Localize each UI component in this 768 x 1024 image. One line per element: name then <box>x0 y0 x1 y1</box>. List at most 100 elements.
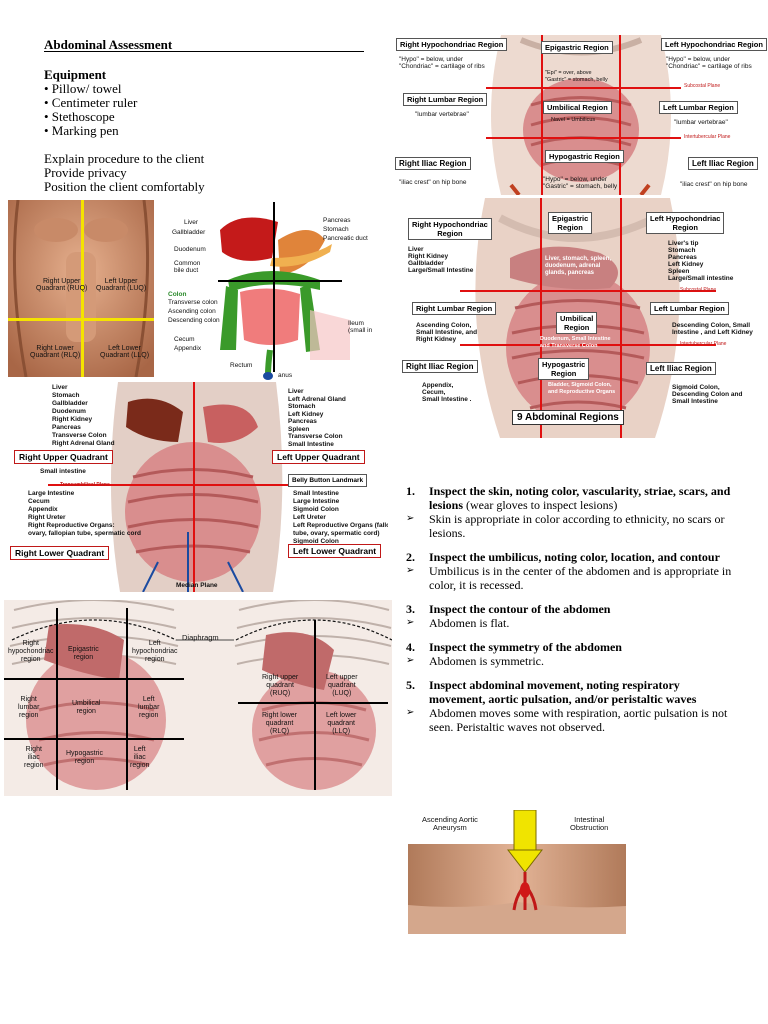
quadrant-llq: Left lower quadrant (LLQ) <box>326 712 357 735</box>
step-3: 3. Inspect the contour of the abdomen ➢A… <box>406 602 736 630</box>
transumbilical-plane-label: Transumbilical Plane <box>60 482 110 488</box>
quadrant-rlq: Right lower quadrant (RLQ) <box>262 712 298 735</box>
iliac-note-left: "iliac crest" on hip bone <box>680 181 748 188</box>
step-2: 2. Inspect the umbilicus, noting color, … <box>406 550 736 592</box>
regions-etymology-figure: Right Hypochondriac Region Epigastric Re… <box>391 35 768 195</box>
quadrant-vertical-line <box>314 620 316 790</box>
equipment-list: • Pillow/ towel • Centimeter ruler • Ste… <box>44 82 137 138</box>
step-finding: Abdomen moves some with respiration, aor… <box>429 706 728 734</box>
intertubercular-plane-label: Intertubercular Plane <box>680 341 727 347</box>
region-ll: Left lumbar region <box>138 696 160 719</box>
right-lower-organs: Large Intestine Cecum Appendix Right Ure… <box>28 490 141 537</box>
right-upper-organs: Liver Stomach Gallbladder Duodenum Right… <box>52 384 115 447</box>
aneurysm-label: Ascending Aortic Aneurysm <box>422 815 478 832</box>
region-rl: Right lumbar region <box>18 696 40 719</box>
arrow-bullet-icon: ➢ <box>406 565 415 576</box>
inspection-steps: 1. Inspect the skin, noting color, vascu… <box>406 484 736 744</box>
iliac-note-right: "iliac crest" on hip bone <box>399 179 467 186</box>
vertical-line-right <box>56 608 58 790</box>
preparation-list: Explain procedure to the client Provide … <box>44 152 205 194</box>
title-rule <box>44 51 364 52</box>
subcostal-plane-label: Subcostal Plane <box>680 287 717 293</box>
umbilical-label: Umbilical Region <box>543 101 612 114</box>
rib-cage-illustrations <box>4 600 392 796</box>
arrow-bullet-icon: ➢ <box>406 617 415 628</box>
hg-organs: Bladder, Sigmoid Colon, and Reproductive… <box>548 382 616 395</box>
belly-button-label: Belly Button Landmark <box>288 474 368 487</box>
region-lh: Left hypochondriac region <box>132 640 178 663</box>
vertical-line-right <box>541 35 543 195</box>
intertubercular-plane-label: Intertubercular Plane <box>684 134 731 140</box>
step-number: 3. <box>406 602 415 616</box>
vertical-line-right <box>540 198 542 438</box>
luq-label: Left Upper Quadrant (LUQ) <box>96 278 147 292</box>
digestive-organs-figure: Liver Gallbladder Duodenum Common bile d… <box>160 200 372 380</box>
step-finding: Umbilicus is in the center of the abdome… <box>429 564 732 592</box>
right-hypochondriac-label: Right Hypochondriac Region <box>396 38 508 51</box>
left-lumbar-label: Left Lumbar Region <box>659 101 738 114</box>
transverse-colon-label: Transverse colon <box>168 299 218 306</box>
nine-regions-caption: 9 Abdominal Regions <box>512 410 624 425</box>
aortic-aneurysm-figure: Ascending Aortic Aneurysm Intestinal Obs… <box>408 810 626 934</box>
right-lumbar-label: Right Lumbar Region <box>412 302 497 315</box>
horizontal-line <box>218 280 342 282</box>
median-plane-line <box>193 382 195 592</box>
llq-label: Left Lower Quadrant (LLQ) <box>100 345 150 359</box>
descending-colon-label: Descending colon <box>168 317 220 324</box>
list-item: • Pillow/ towel <box>44 81 122 96</box>
step-1: 1. Inspect the skin, noting color, vascu… <box>406 484 736 540</box>
ri-organs: Appendix, Cecum, Small Intestine . <box>422 382 472 403</box>
abdomen-photo-illustration <box>408 810 626 934</box>
step-number: 1. <box>406 484 415 498</box>
region-li: Left iliac region <box>130 746 150 769</box>
left-hypochondriac-label: Left Hypochondriac Region <box>646 212 725 234</box>
rl-organs: Ascending Colon, Small Intestine, and Ri… <box>416 322 478 343</box>
hypogastric-label: Hypogastric Region <box>545 150 624 163</box>
rlq-label: Right Lower Quadrant (RLQ) <box>30 345 81 359</box>
vertical-line-left <box>620 198 622 438</box>
left-lower-organs: Small Intestine Large Intestine Sigmoid … <box>293 490 388 545</box>
ruq-label: Right Upper Quadrant (RUQ) <box>36 278 88 292</box>
step-finding: Abdomen is flat. <box>429 616 510 630</box>
gallbladder-label: Gallbladder <box>172 229 206 236</box>
arrow-bullet-icon: ➢ <box>406 513 415 524</box>
step-note: (wear gloves to inspect lesions) <box>463 498 618 512</box>
rh-organs: Liver Right Kidney Gallbladder Large/Sma… <box>408 246 474 274</box>
arrow-bullet-icon: ➢ <box>406 707 415 718</box>
hypo-chondriac-note-right: "Hypo" = below, under "Chondriac" = cart… <box>399 56 485 70</box>
luq-label: Left Upper Quadrant <box>272 450 365 464</box>
step-heading: Inspect abdominal movement, noting respi… <box>429 678 697 706</box>
list-item: • Marking pen <box>44 123 119 138</box>
step-finding: Skin is appropriate in color according t… <box>429 512 725 540</box>
ascending-colon-label: Ascending colon <box>168 308 216 315</box>
page-title: Abdominal Assessment <box>44 37 173 52</box>
organs-illustration <box>220 217 350 380</box>
step-number: 4. <box>406 640 415 654</box>
list-item: Position the client comfortably <box>44 179 205 194</box>
intertubercular-line <box>4 738 184 740</box>
diaphragm-label: Diaphragm <box>182 633 219 642</box>
equipment-heading: Equipment <box>44 67 107 82</box>
subcostal-line <box>486 87 681 89</box>
ruq-label: Right Upper Quadrant <box>14 450 113 464</box>
region-um: Umbilical region <box>72 700 101 715</box>
lumbar-note-right: "lumbar vertebrae" <box>415 111 469 118</box>
colon-label: Colon <box>168 291 187 298</box>
right-iliac-label: Right Iliac Region <box>402 360 478 373</box>
navel-note: Navel = Umbilicus <box>551 117 596 123</box>
step-number: 2. <box>406 550 415 564</box>
epi-gastric-note: "Epi" = over, above "Gastric" = stomach,… <box>545 70 608 83</box>
ileum-label: Ileum (small intestine <box>348 320 372 334</box>
epigastric-label: Epigastric Region <box>541 41 613 54</box>
horizontal-line <box>8 318 154 321</box>
quadrant-horizontal-line <box>238 702 388 704</box>
left-iliac-label: Left Iliac Region <box>646 362 716 375</box>
small-intestine-label: Small intestine <box>40 468 86 475</box>
transumbilical-line <box>48 484 358 486</box>
rlq-label: Right Lower Quadrant <box>10 546 110 560</box>
quadrant-ruq: Right upper quadrant (RUQ) <box>262 674 299 697</box>
vertical-line-left <box>619 35 621 195</box>
llq-label: Left Lower Quadrant <box>288 544 382 558</box>
liver-label: Liver <box>184 219 199 226</box>
step-finding: Abdomen is symmetric. <box>429 654 544 668</box>
